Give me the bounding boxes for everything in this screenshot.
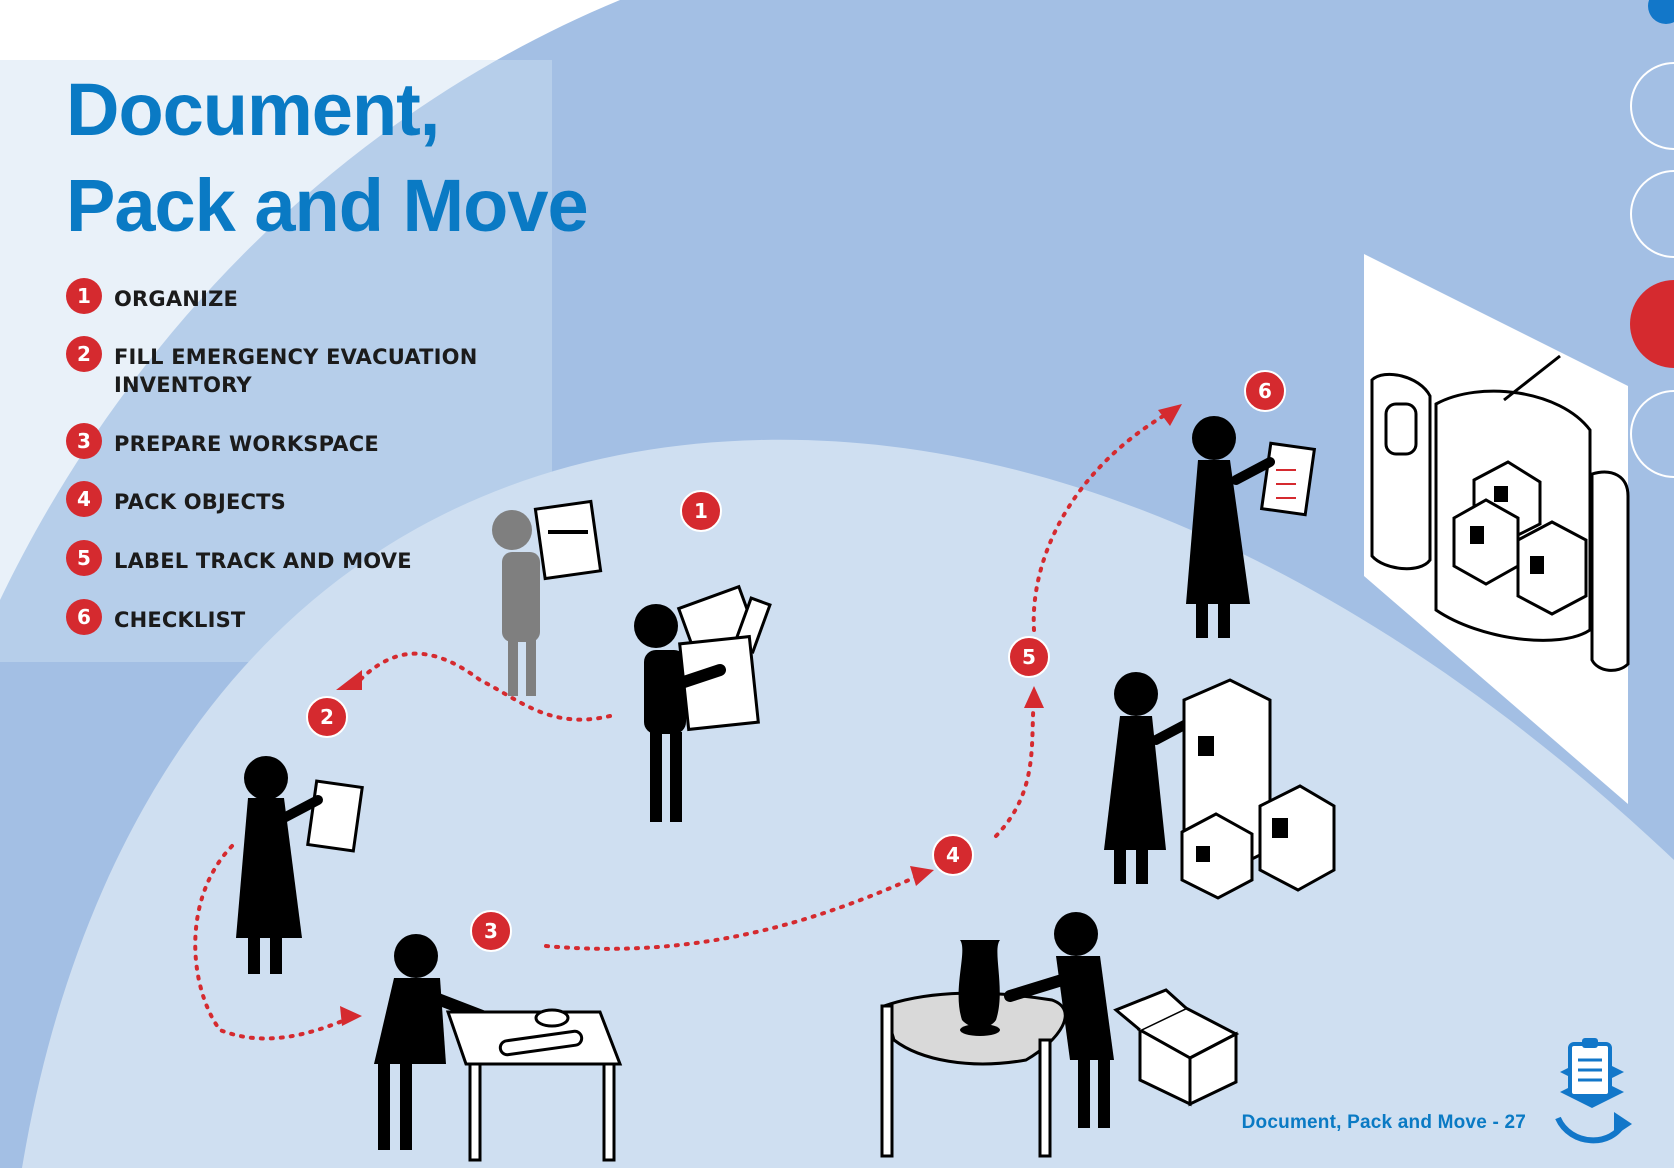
person-icon-inventory — [236, 756, 364, 974]
section-tab-indicator[interactable] — [1648, 0, 1674, 24]
step-label: ORGANIZE — [114, 287, 239, 311]
arrow-to-2 — [336, 670, 362, 690]
arrow-to-4 — [910, 866, 934, 886]
path-arrowheads — [336, 404, 1182, 1026]
path-1-2 — [358, 651, 612, 722]
scene-marker-6: 6 — [1244, 370, 1286, 412]
step-label: FILL EMERGENCY EVACUATION INVENTORY — [114, 345, 478, 397]
step-label: PREPARE WORKSPACE — [114, 432, 379, 456]
section-tab-3-active[interactable] — [1630, 280, 1674, 368]
path-5-6 — [1031, 410, 1172, 632]
page-title-line-1: Document, — [66, 68, 440, 151]
person-icon-checklist — [1186, 416, 1317, 638]
step-badge: 5 — [66, 540, 102, 576]
path-3-4 — [544, 874, 920, 951]
person-icon-organize — [634, 584, 772, 822]
step-badge: 2 — [66, 336, 102, 372]
clipboard-box-icon — [1555, 1038, 1632, 1144]
section-tab-4[interactable] — [1630, 390, 1674, 478]
path-2-3 — [193, 844, 352, 1041]
arrow-to-5 — [1024, 686, 1044, 708]
person-icon-label — [1104, 672, 1336, 900]
step-label: CHECKLIST — [114, 608, 246, 632]
scene-marker-1: 1 — [680, 490, 722, 532]
step-badge: 6 — [66, 599, 102, 635]
step-badge: 3 — [66, 423, 102, 459]
arrow-to-3 — [340, 1006, 362, 1026]
step-badge: 4 — [66, 481, 102, 517]
page-title: Document, Pack and Move — [66, 62, 589, 254]
path-dots — [193, 410, 1172, 1041]
scene-marker-4: 4 — [932, 834, 974, 876]
step-label: LABEL TRACK AND MOVE — [114, 549, 412, 573]
path-4-5 — [994, 698, 1036, 838]
section-tab-1[interactable] — [1630, 62, 1674, 150]
step-label: PACK OBJECTS — [114, 490, 286, 514]
page-title-line-2: Pack and Move — [66, 164, 589, 247]
section-tab-2[interactable] — [1630, 170, 1674, 258]
footer-caption: Document, Pack and Move - 27 — [1241, 1112, 1526, 1133]
truck-icon — [1364, 254, 1630, 804]
scene-marker-2: 2 — [306, 696, 348, 738]
scene-marker-3: 3 — [470, 910, 512, 952]
person-icon-pack — [880, 912, 1240, 1158]
step-badge: 1 — [66, 278, 102, 314]
arrow-to-6 — [1158, 404, 1182, 426]
section-tabs — [1614, 0, 1674, 520]
person-icon-grey — [492, 499, 603, 696]
person-icon-workspace — [374, 934, 623, 1162]
scene-marker-5: 5 — [1008, 636, 1050, 678]
